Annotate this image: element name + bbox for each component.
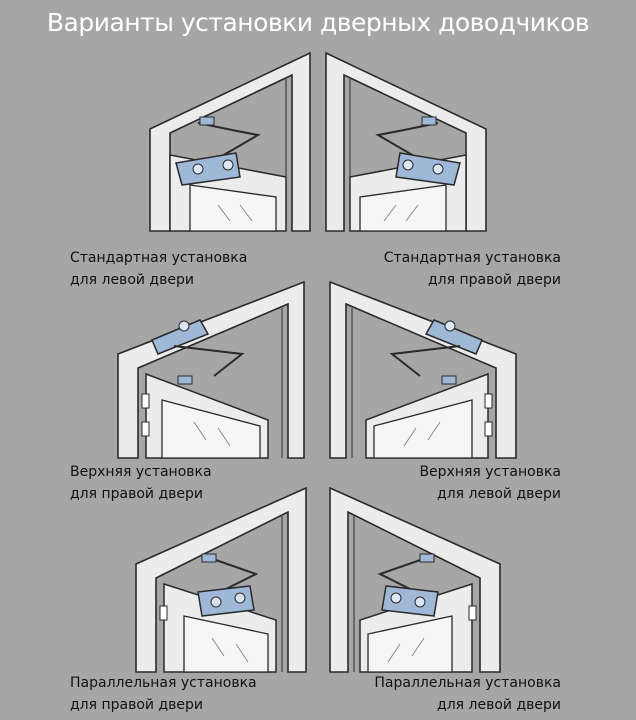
caption-parallel-right: Параллельная установка для правой двери [70,672,257,716]
caption-line2: для правой двери [70,486,204,502]
diagram-standard-left-door [149,51,311,232]
caption-line1: Параллельная установка [374,675,561,691]
door-frame [117,280,305,459]
diagram-parallel-left-door [329,486,501,673]
caption-line1: Стандартная установка [70,250,248,266]
caption-line2: для правой двери [427,272,561,288]
caption-top-right: Верхняя установка для правой двери [70,461,212,505]
diagram-top-right-door [117,280,305,459]
caption-standard-right: Стандартная установка для правой двери [384,247,561,291]
door-closer [197,553,259,617]
diagram-standard-right-door [325,51,487,232]
door-leaf [141,372,269,459]
door-frame [149,51,311,232]
door-closer [151,319,245,385]
door-closer [175,116,261,186]
caption-line1: Стандартная установка [383,250,561,266]
door-leaf [159,582,277,673]
caption-line2: для левой двери [437,486,561,502]
caption-line2: для левой двери [437,697,561,713]
caption-line1: Верхняя установка [70,464,212,480]
caption-line2: для левой двери [70,272,194,288]
page-title: Варианты установки дверных доводчиков [46,8,590,37]
caption-parallel-left: Параллельная установка для левой двери [374,672,561,716]
caption-standard-left: Стандартная установка для левой двери [70,247,247,291]
door-frame [135,486,307,673]
diagram-top-left-door [329,280,517,459]
diagram-parallel-right-door [135,486,307,673]
caption-line2: для правой двери [70,697,204,713]
caption-top-left: Верхняя установка для левой двери [419,461,561,505]
caption-line1: Верхняя установка [419,464,561,480]
caption-line1: Параллельная установка [70,675,257,691]
